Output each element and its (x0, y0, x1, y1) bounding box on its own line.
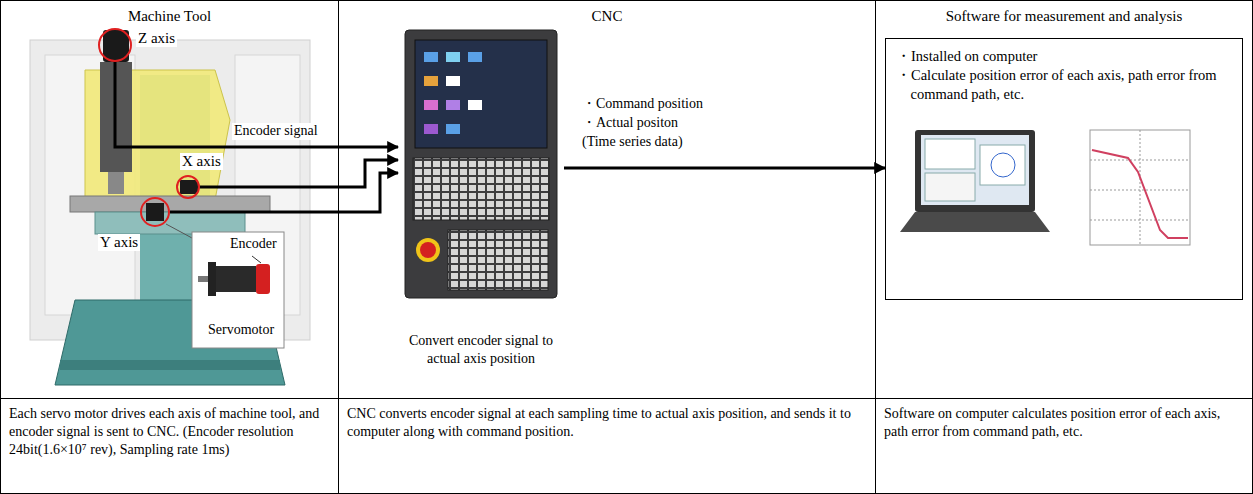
laptop-display (921, 135, 1029, 205)
description-text: Each servo motor drives each axis of mac… (9, 405, 330, 460)
y-axis-motor (146, 203, 164, 221)
controller-keyboard (413, 158, 549, 220)
signal-arrow (564, 167, 885, 170)
emergency-stop-ring (416, 238, 440, 262)
controller-operator-keys (448, 230, 548, 290)
column-header: Software for measurement and analysis (876, 1, 1252, 27)
signal-label: ・Command position (580, 96, 705, 113)
chart-frame (1090, 130, 1190, 245)
screen-icon (424, 52, 438, 62)
signal-arrow (170, 173, 398, 212)
inset-frame (192, 232, 284, 348)
software-window (925, 139, 975, 169)
signal-arrow (200, 160, 398, 187)
chart-gridline (1140, 130, 1141, 245)
description-cell: Software on computer calculates position… (875, 398, 1253, 494)
controller-caption: Convert encoder signal to actual axis po… (398, 332, 564, 367)
axis-label: X axis (180, 153, 223, 170)
part-label: Encoder (228, 236, 279, 253)
machine-tool-illustration (30, 30, 310, 385)
column-header: Machine Tool (1, 1, 338, 27)
software-box: ・Installed on computer・Calculate positio… (885, 38, 1243, 300)
laptop-base (900, 212, 1050, 232)
screen-icon (424, 100, 438, 110)
screen-icon (446, 76, 460, 86)
software-window (980, 145, 1025, 185)
edge-label: Encoder signal (232, 123, 320, 140)
screen-icon (446, 124, 460, 134)
column-header: CNC (339, 1, 875, 27)
axis-motor-circle: Y axis (140, 197, 170, 227)
bullet-text: ・Installed on computer (896, 47, 1232, 66)
description-text: CNC converts encoder signal at each samp… (347, 405, 867, 441)
column-panel: Machine ToolZ axisX axisY axis (0, 0, 339, 399)
column-panel: Software for measurement and analysis ・In… (875, 0, 1253, 399)
motor-flange (208, 262, 216, 296)
software-window (925, 173, 975, 201)
laptop-bezel (915, 130, 1035, 212)
x-axis-motor (180, 180, 198, 194)
screen-icon (446, 52, 460, 62)
cnc-controller: Convert encoder signal to actual axis po… (398, 28, 564, 367)
screen-icon (424, 76, 438, 86)
servomotor-inset (166, 224, 284, 348)
machine-base-stripe (60, 360, 280, 370)
axis-label: Y axis (98, 234, 140, 251)
chart-path-line (1092, 150, 1188, 238)
laptop-illustration (900, 130, 1050, 232)
z-axis-motor (103, 30, 129, 62)
path-error-chart (1090, 130, 1190, 245)
description-cell: Each servo motor drives each axis of mac… (0, 398, 339, 494)
description-text: Software on computer calculates position… (884, 405, 1244, 441)
software-plot (991, 153, 1015, 177)
signal-label: (Time series data) (580, 134, 685, 151)
encoder-leader-line (252, 256, 261, 263)
screen-icon (468, 100, 482, 110)
axis-label: Z axis (136, 30, 177, 47)
bullet-text: ・Calculate position error of each axis, … (896, 66, 1232, 104)
part-label: Servomotor (206, 322, 276, 339)
signal-arrow (115, 62, 398, 147)
inset-leader-line (166, 224, 192, 238)
axis-motor-circle: X axis (176, 175, 200, 199)
machine-table (70, 196, 270, 212)
screen-icon (468, 52, 482, 62)
cnc-controller-illustration (405, 30, 557, 298)
axis-motor-circle: Z axis (98, 28, 132, 62)
encoder-part (256, 264, 270, 294)
emergency-stop-button (420, 242, 436, 258)
description-cell: CNC converts encoder signal at each samp… (338, 398, 876, 494)
spindle-nose (108, 172, 124, 194)
screen-icon (424, 124, 438, 134)
screen-icon (446, 100, 460, 110)
motor-body (216, 266, 256, 292)
signal-label: ・Actual positon (580, 115, 680, 132)
controller-body (405, 30, 557, 298)
machine-saddle (95, 212, 245, 234)
controller-screen (415, 40, 547, 148)
column-panel: CNC Convert encoder signal to actual axis… (338, 0, 876, 399)
